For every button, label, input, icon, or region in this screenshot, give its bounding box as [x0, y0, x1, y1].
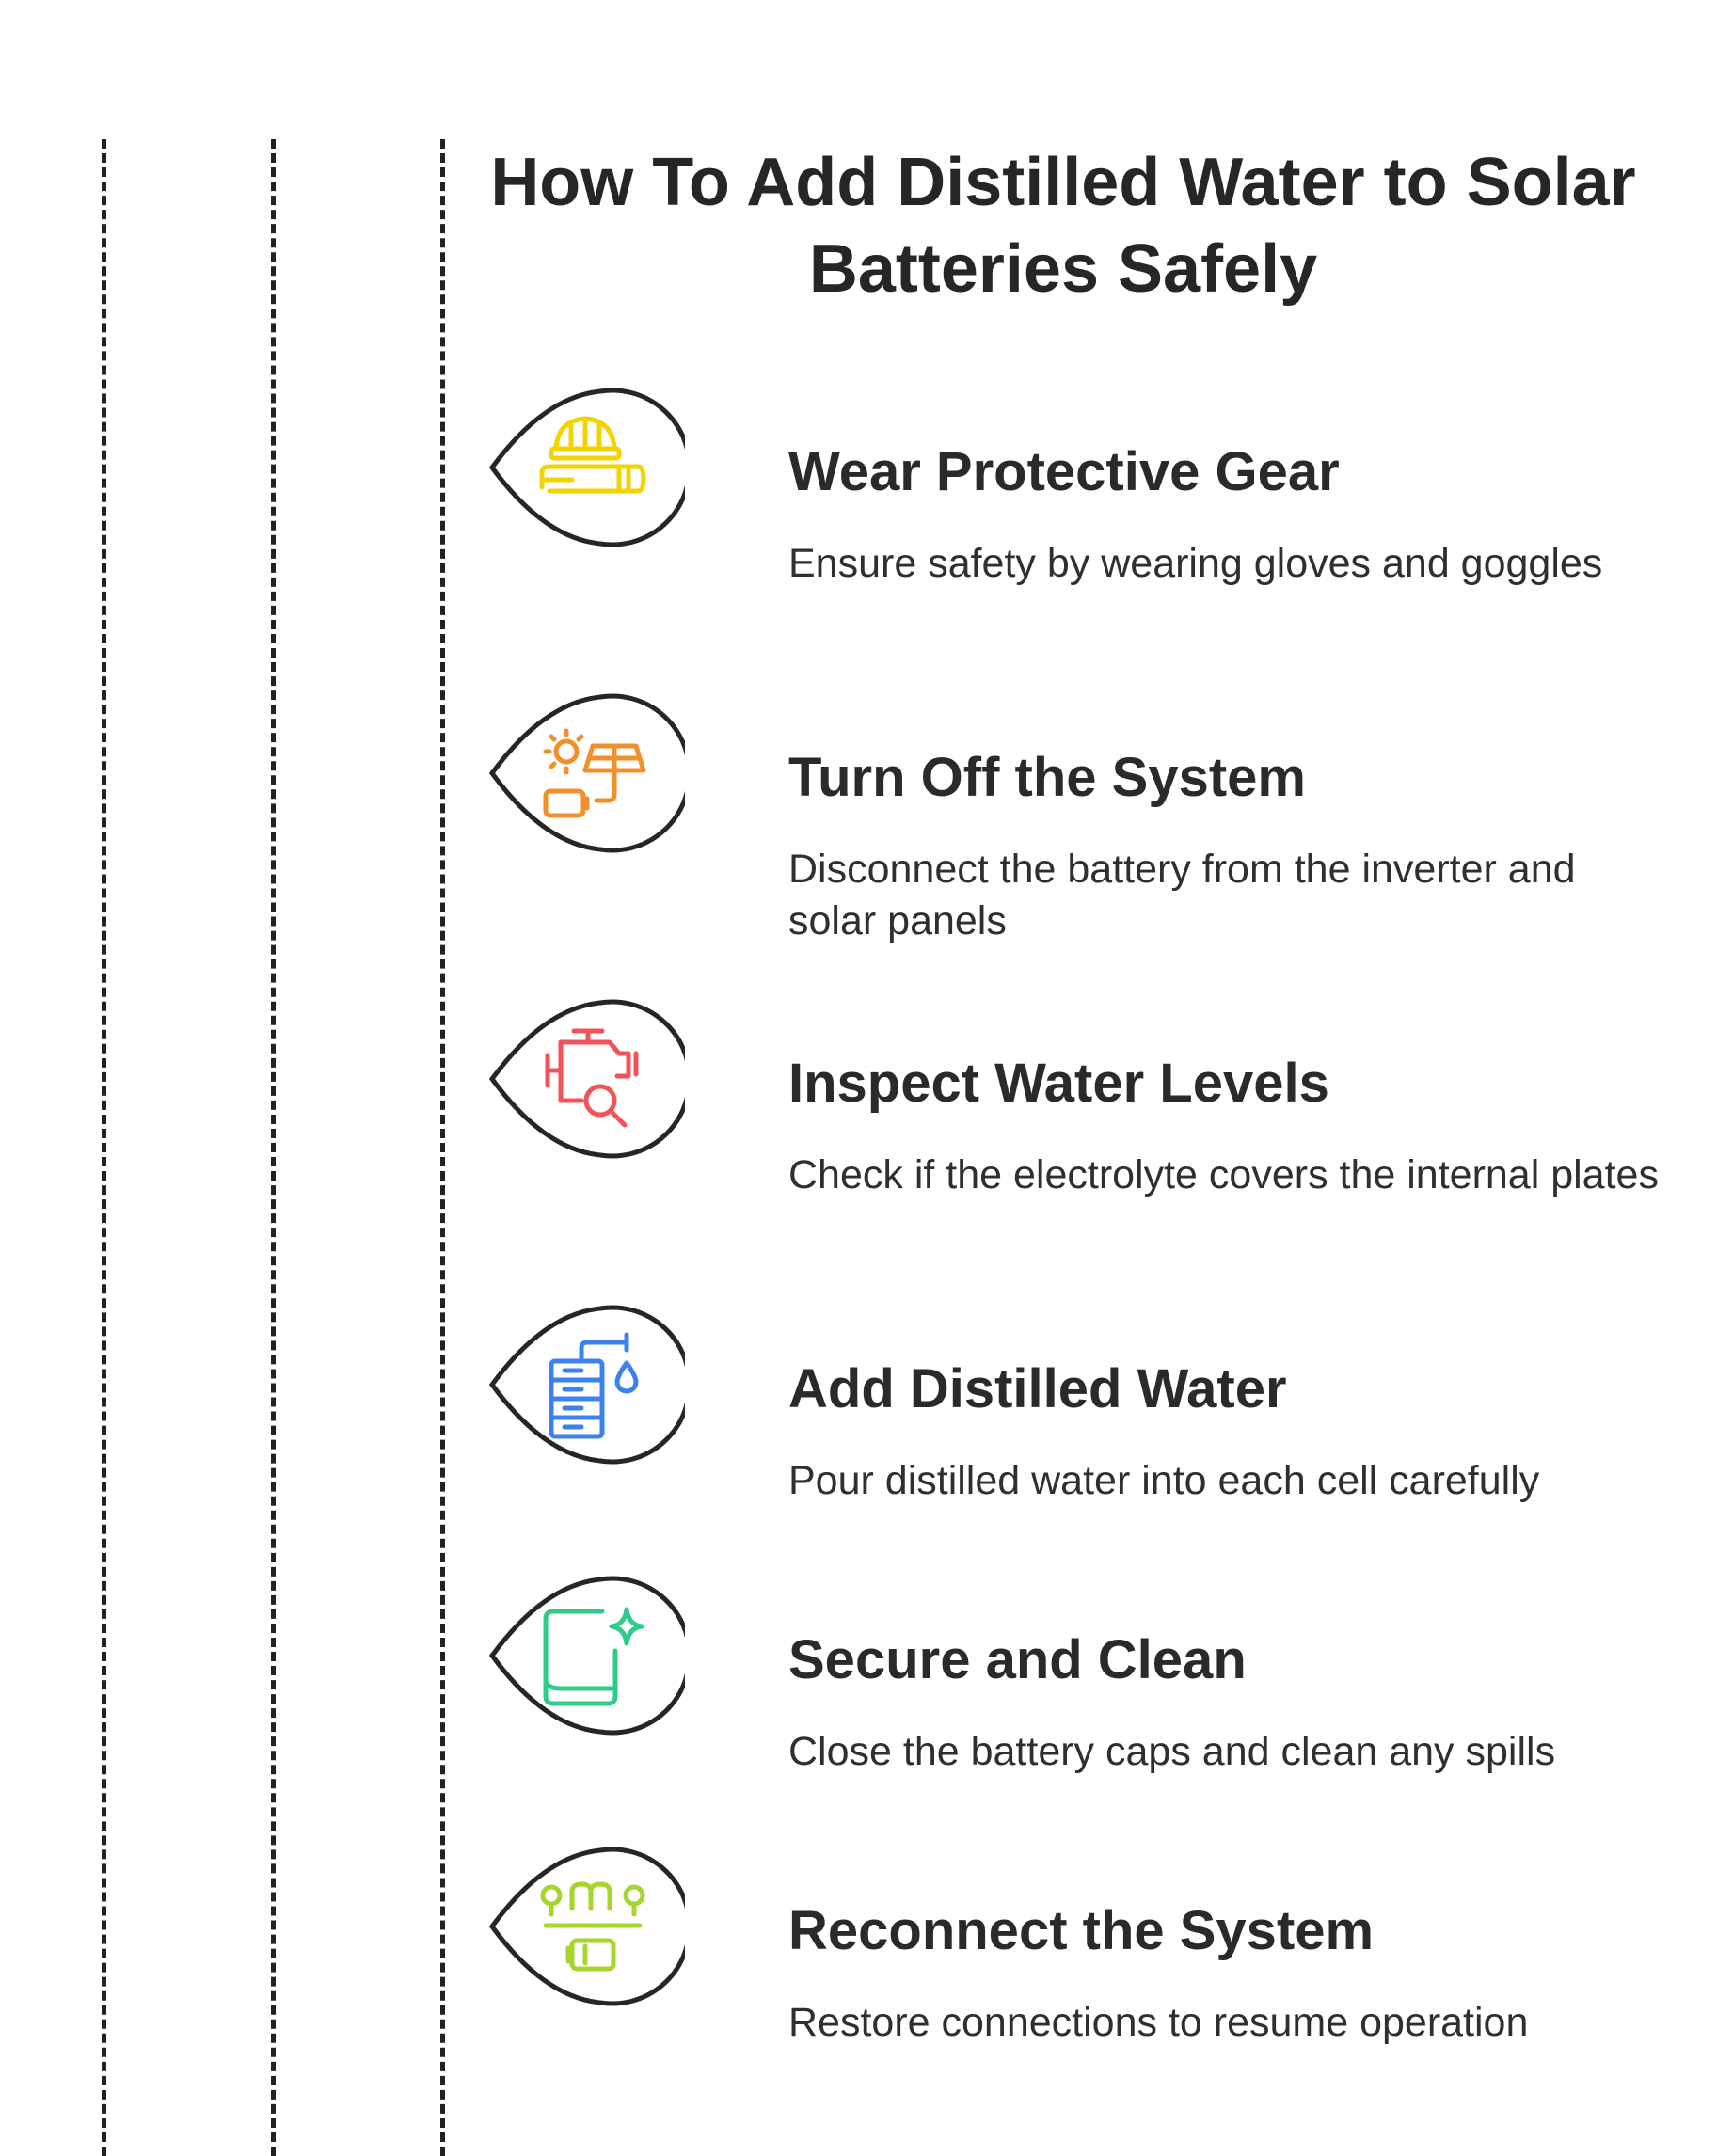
clean-sparkle-icon	[543, 1607, 644, 1706]
step-marker	[488, 1576, 685, 1736]
step-marker	[488, 693, 685, 853]
step-marker	[488, 1847, 685, 2006]
step-heading: Add Distilled Water	[788, 1358, 1287, 1419]
engine-inspect-icon	[545, 1028, 639, 1128]
step-heading: Wear Protective Gear	[788, 441, 1340, 502]
step-heading: Turn Off the System	[788, 747, 1306, 808]
step-add-distilled-water: Add Distilled Water Pour distilled water…	[487, 1305, 1682, 1503]
step-wear-protective-gear: Wear Protective Gear Ensure safety by we…	[487, 388, 1682, 586]
step-description: Close the battery caps and clean any spi…	[788, 1729, 1556, 1774]
dashed-guide-line-1	[102, 139, 106, 2156]
step-marker	[488, 999, 685, 1159]
step-turn-off-system: Turn Off the System Disconnect the batte…	[487, 693, 1682, 943]
page-title: How To Add Distilled Water to Solar Batt…	[490, 145, 1636, 307]
step-reconnect-system: Reconnect the System Restore connections…	[487, 1847, 1682, 2045]
step-description: Check if the electrolyte covers the inte…	[788, 1152, 1659, 1197]
step-inspect-water-levels: Inspect Water Levels Check if the electr…	[487, 999, 1682, 1197]
step-heading: Inspect Water Levels	[788, 1053, 1329, 1114]
dashed-guide-line-2	[271, 139, 276, 2156]
step-description: Ensure safety by wearing gloves and gogg…	[788, 541, 1603, 586]
step-heading: Secure and Clean	[788, 1629, 1247, 1690]
step-description: Pour distilled water into each cell care…	[788, 1458, 1540, 1503]
step-marker	[488, 1305, 685, 1465]
solar-panel-battery-icon	[543, 728, 646, 818]
step-description: Restore connections to resume operation	[788, 2000, 1529, 2045]
hard-hat-gloves-icon	[539, 416, 646, 494]
dashed-guide-line-3	[440, 139, 445, 2156]
step-heading: Reconnect the System	[788, 1900, 1375, 1961]
water-tank-drop-icon	[549, 1332, 639, 1439]
step-description: Disconnect the battery from the inverter…	[788, 847, 1576, 943]
step-secure-and-clean: Secure and Clean Close the battery caps …	[487, 1576, 1682, 1774]
step-marker	[488, 388, 685, 547]
connection-battery-icon	[540, 1881, 645, 1972]
